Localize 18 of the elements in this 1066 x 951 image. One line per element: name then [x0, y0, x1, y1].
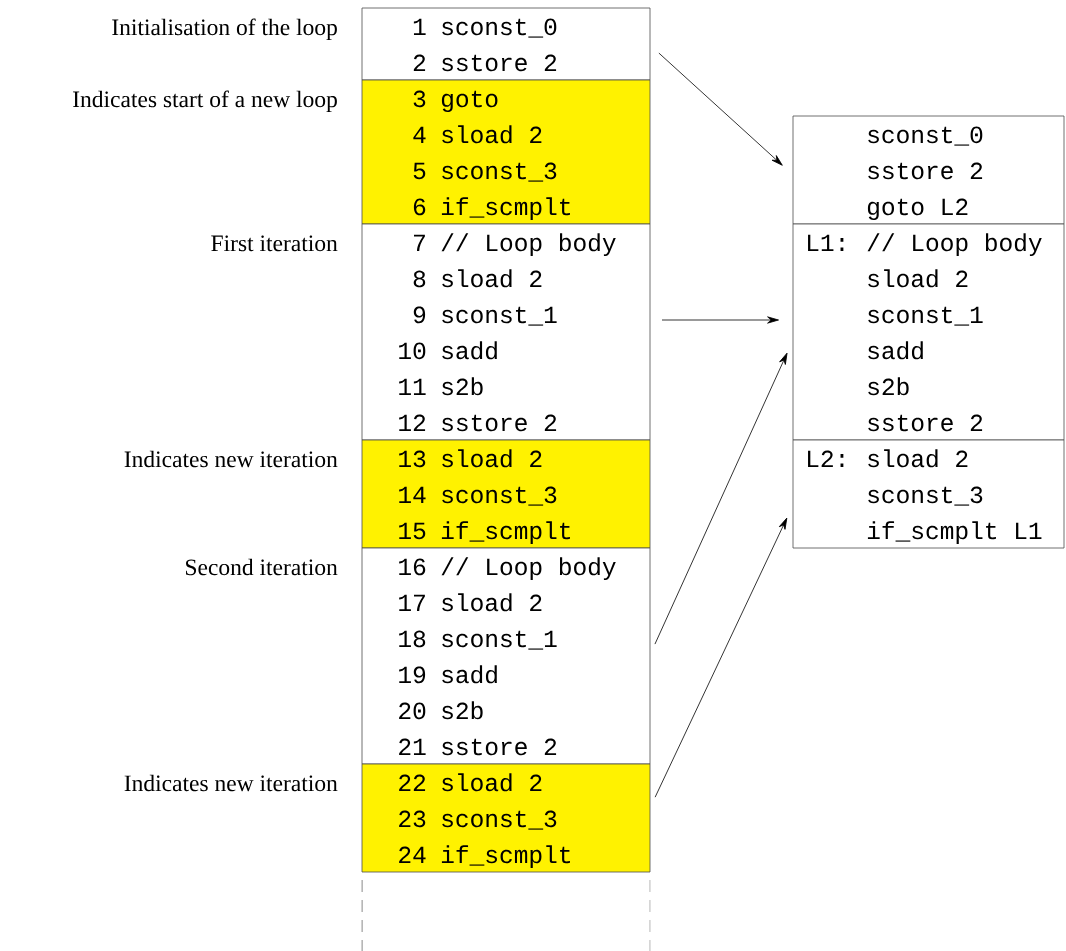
arrow	[661, 316, 779, 324]
annotation-text: Second iteration	[186, 558, 338, 576]
annotation-text: Initialisation of the loop	[112, 18, 337, 40]
annotation-text: First iteration	[211, 235, 338, 252]
arrow	[654, 352, 788, 645]
annotation-text: Indicates start of a new loop	[73, 90, 337, 112]
line-label: L2:	[808, 450, 844, 467]
line-label: L1:	[808, 234, 844, 251]
code-block: sconst_0 sstore 2 goto L2	[792, 115, 1065, 225]
code-block: sload 2 sconst_3 if_scmplt L1 L2:	[792, 439, 1065, 549]
annotation-text: Indicates new iteration	[124, 774, 338, 792]
arrow	[658, 52, 783, 166]
code-block: 13 sload 2 14 sconst_3 15 if_scmplt	[361, 439, 651, 549]
code-block: 22 sload 2 23 sconst_3 24 if_scmplt	[361, 763, 651, 873]
arrow	[654, 517, 788, 798]
code-block: 3 goto 4 sload 2 5 sconst_3 6 if_scmplt	[361, 79, 651, 225]
annotation-text: Indicates new iteration	[124, 450, 338, 468]
code-block: // Loop body sload 2 sconst_1 sadd s2b sstore 2 L1:	[792, 223, 1065, 441]
